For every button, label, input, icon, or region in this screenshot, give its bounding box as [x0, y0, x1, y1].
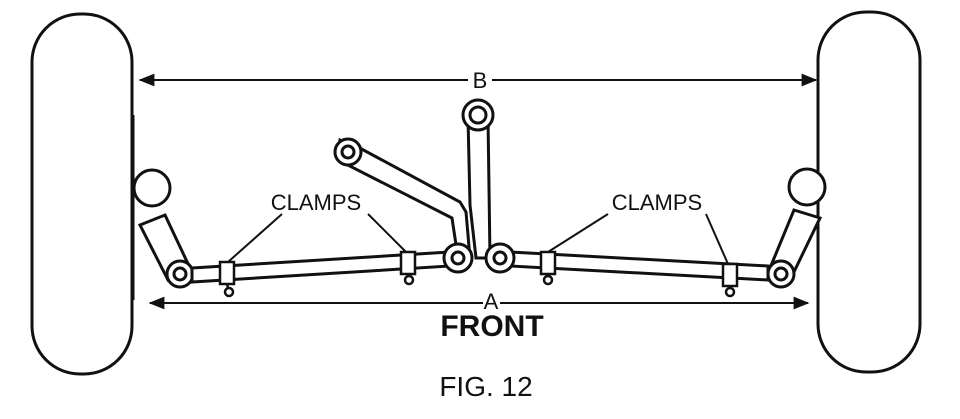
- clamp-right-outer: [721, 262, 739, 298]
- right-steering-arm: [766, 167, 827, 289]
- dimension-b-label: B: [473, 68, 488, 93]
- pitman-arm: [333, 98, 516, 274]
- dimension-a-label: A: [484, 289, 499, 314]
- clamps-left-label: CLAMPS: [271, 190, 361, 215]
- clamp-left-outer: [218, 260, 236, 298]
- left-steering-arm: [132, 168, 195, 289]
- clamp-right-inner: [539, 250, 557, 286]
- left-wheel: [30, 12, 135, 376]
- clamps-left-leaders: [227, 213, 407, 263]
- clamp-left-inner: [399, 250, 417, 286]
- figure-caption: FIG. 12: [439, 371, 532, 402]
- clamps-right-label: CLAMPS: [612, 190, 702, 215]
- clamps-right-leaders: [547, 213, 729, 265]
- right-wheel: [816, 10, 922, 374]
- front-label: FRONT: [440, 310, 543, 343]
